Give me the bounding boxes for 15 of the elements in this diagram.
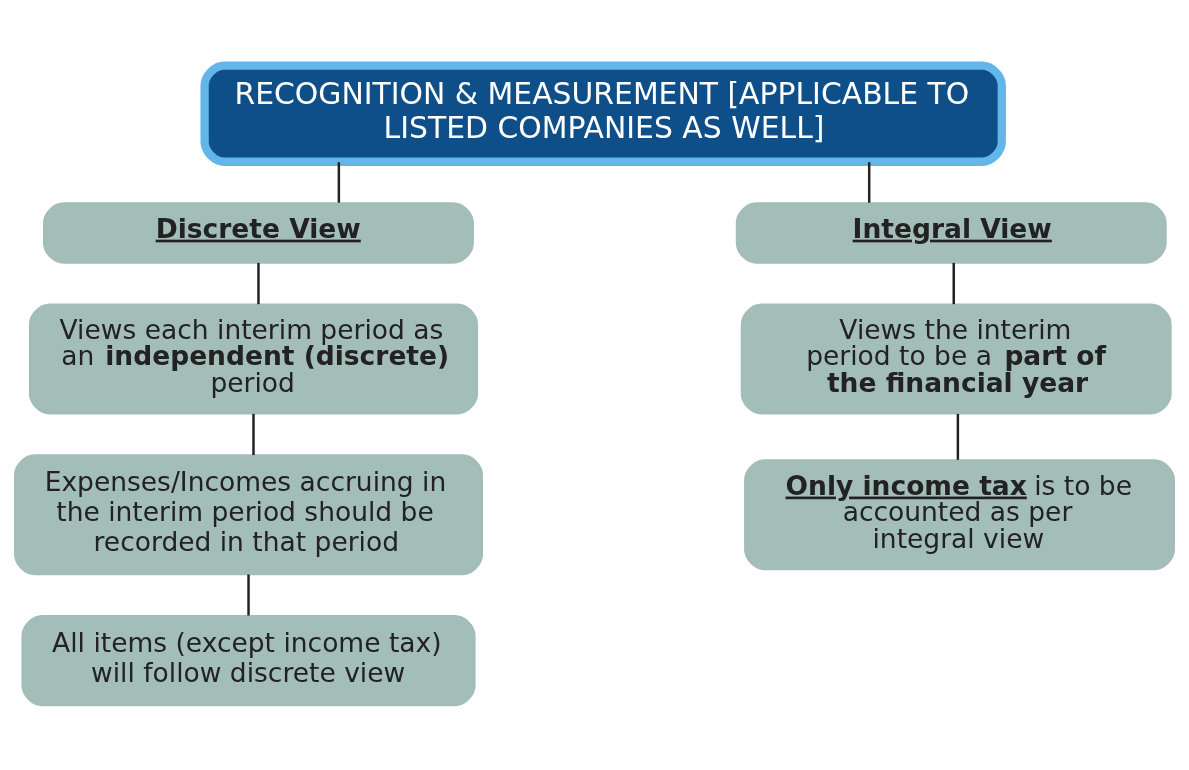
connector	[952, 262, 955, 304]
node-box: Integral View	[735, 201, 1167, 264]
connector	[257, 262, 260, 304]
connector	[867, 161, 871, 203]
node-box: Views the interim period to be a part of the financial year	[740, 302, 1172, 414]
connector	[247, 574, 250, 615]
connector	[252, 413, 255, 455]
node-box: Views each interim period as an independent (discrete) period	[28, 302, 479, 414]
node-box: All items (except income tax) will follow discrete view	[21, 614, 476, 706]
node-box: Only income tax is to be accounted as per integral view	[744, 458, 1175, 570]
node-box: RECOGNITION & MEASUREMENT [APPLICABLE TO LISTED COMPANIES AS WELL]	[200, 61, 1006, 166]
node-box: Expenses/Incomes accruing in the interim period should be recorded in that period	[14, 453, 484, 575]
connector	[956, 413, 960, 460]
node-box: Discrete View	[43, 201, 474, 264]
connector	[337, 161, 341, 203]
